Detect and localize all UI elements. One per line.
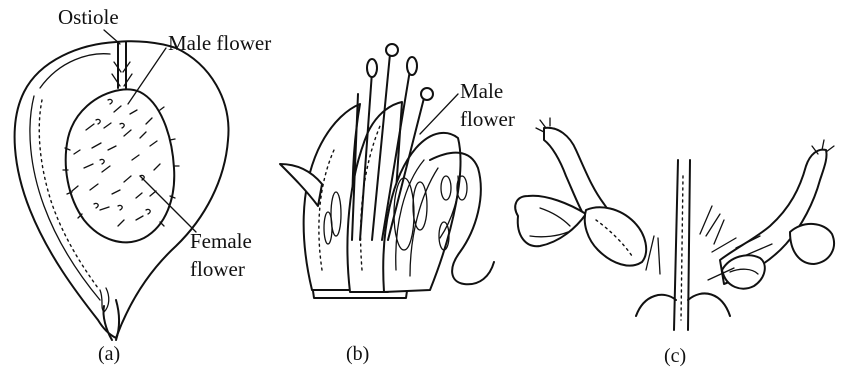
fig-inner-wall-top — [40, 54, 110, 88]
label-male-flower-b-line2: flower — [460, 107, 515, 131]
label-male-flower-a: Male flower — [168, 31, 271, 55]
label-male-flower-b-line1: Male — [460, 79, 503, 103]
left-petal — [515, 196, 586, 246]
panel-c-drawing — [515, 118, 834, 330]
right-petal — [790, 224, 834, 264]
stem-base-bract — [636, 293, 730, 316]
caption-b: (b) — [346, 343, 369, 365]
ostiole-bracts — [112, 62, 132, 86]
caption-a: (a) — [98, 343, 120, 365]
central-stem-texture — [681, 176, 683, 320]
central-stem — [674, 160, 690, 330]
label-ostiole: Ostiole — [58, 5, 119, 29]
stamen-anthers — [367, 44, 433, 100]
label-female-flower-line1: Female — [190, 229, 252, 253]
label-female-flower-line2: flower — [190, 257, 245, 281]
caption-c: (c) — [664, 345, 686, 367]
panel-a-drawing — [15, 30, 229, 340]
